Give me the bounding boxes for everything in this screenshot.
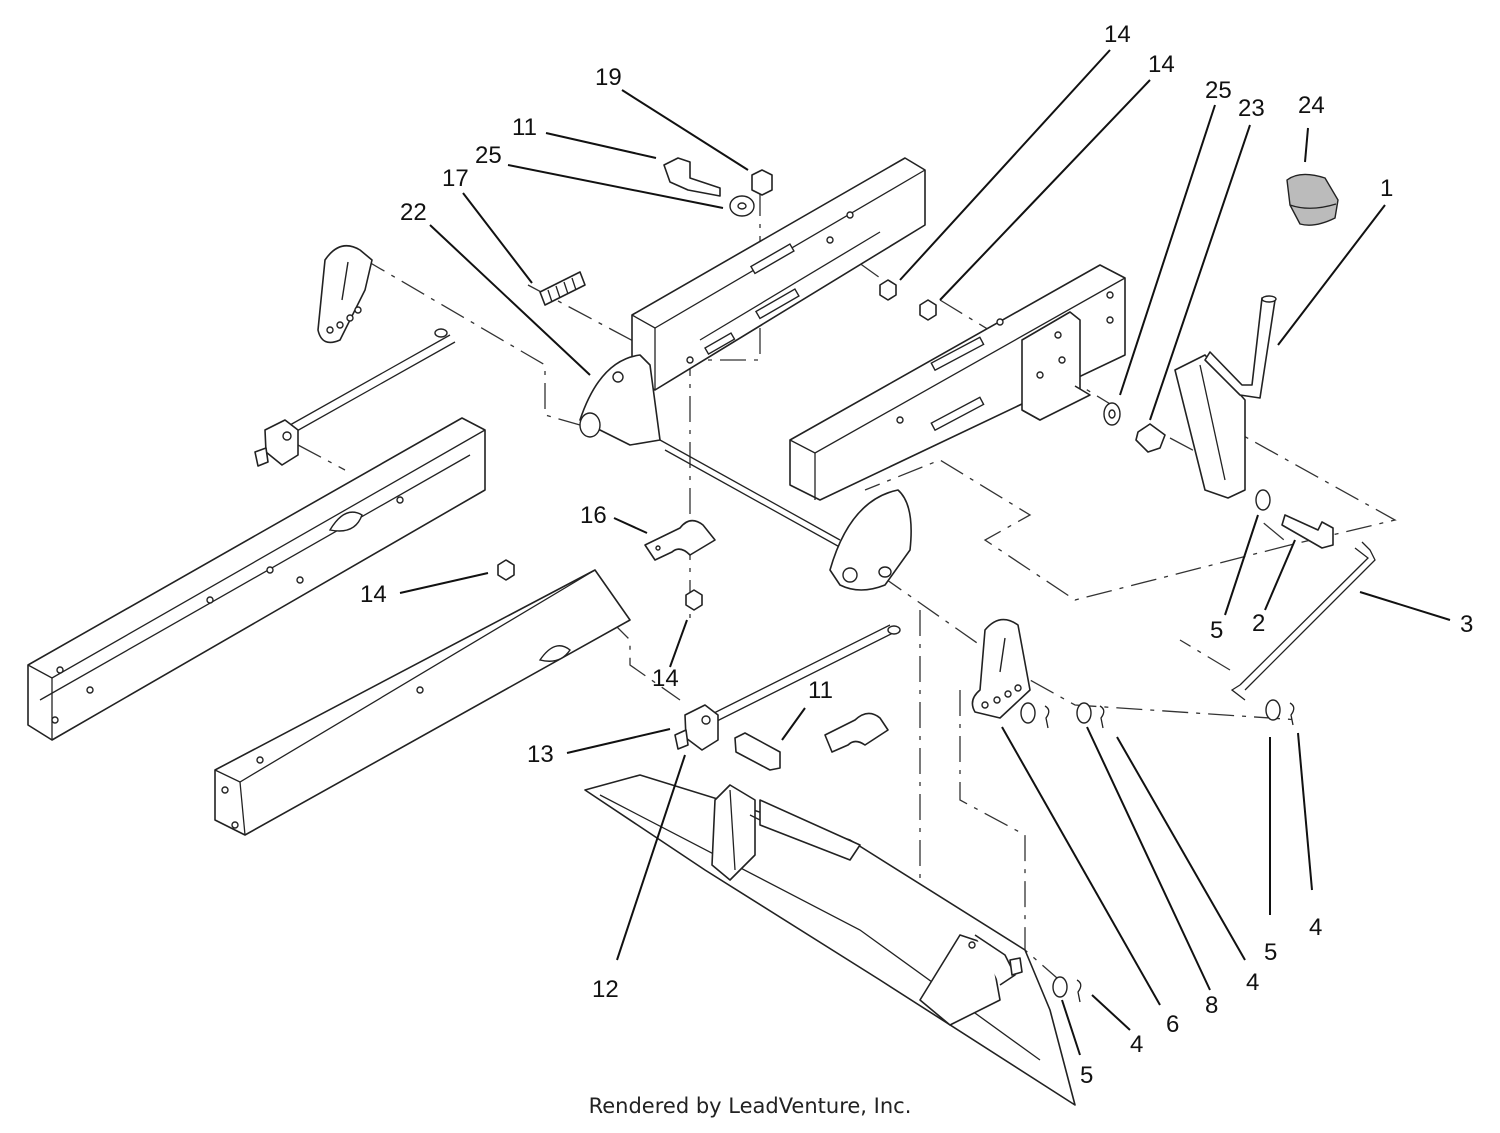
nuts (497, 279, 937, 611)
washer-spacer-right (1103, 402, 1166, 453)
callout-14: 14 (652, 665, 679, 692)
callout-16: 16 (580, 502, 607, 529)
callout-12: 12 (592, 976, 619, 1003)
side-bracket (1021, 311, 1091, 421)
callouts: 14 14 25 23 24 19 11 25 17 22 1 16 14 14… (360, 21, 1473, 1089)
callout-5: 5 (1264, 939, 1277, 966)
callout-22: 22 (400, 199, 427, 226)
callout-4: 4 (1246, 969, 1259, 996)
clamp-16 (644, 519, 716, 561)
callout-25: 25 (475, 142, 502, 169)
callout-25: 25 (1205, 77, 1232, 104)
callout-11: 11 (808, 677, 833, 704)
lower-left-rail (214, 569, 631, 836)
clamp-lower (824, 712, 889, 753)
cross-shaft (579, 354, 912, 591)
callout-23: 23 (1238, 95, 1265, 122)
lower-right-plate (971, 618, 1031, 719)
lower-rod (674, 624, 901, 771)
upper-left-plate (317, 244, 373, 344)
callout-2: 2 (1252, 610, 1265, 637)
callout-13: 13 (527, 741, 554, 768)
upper-left-rod (254, 328, 456, 467)
bolt-washer-top (663, 157, 773, 217)
callout-6: 6 (1166, 1011, 1179, 1038)
shift-rod (1230, 541, 1376, 701)
callout-4: 4 (1130, 1031, 1143, 1058)
callout-19: 19 (595, 64, 622, 91)
callout-1: 1 (1380, 175, 1393, 202)
left-frame-rail (27, 417, 486, 741)
callout-4: 4 (1309, 914, 1322, 941)
callout-17: 17 (442, 165, 469, 192)
callout-11: 11 (512, 114, 537, 141)
deck-hanger (584, 774, 1076, 1106)
callout-14: 14 (360, 581, 387, 608)
callout-24: 24 (1298, 92, 1325, 119)
footer-credit: Rendered by LeadVenture, Inc. (588, 1094, 912, 1118)
bolt-2 (1255, 489, 1334, 549)
callout-5: 5 (1210, 617, 1223, 644)
callout-14: 14 (1148, 51, 1175, 78)
callout-8: 8 (1205, 992, 1218, 1019)
washers-pins (1020, 699, 1295, 1003)
callout-14: 14 (1104, 21, 1131, 48)
callout-3: 3 (1460, 611, 1473, 638)
leader-lines (399, 49, 1451, 1056)
spring (539, 271, 586, 306)
right-frame-tube (789, 264, 1126, 501)
callout-5: 5 (1080, 1062, 1093, 1089)
upper-channel (631, 157, 926, 391)
shift-lever (1174, 173, 1339, 499)
